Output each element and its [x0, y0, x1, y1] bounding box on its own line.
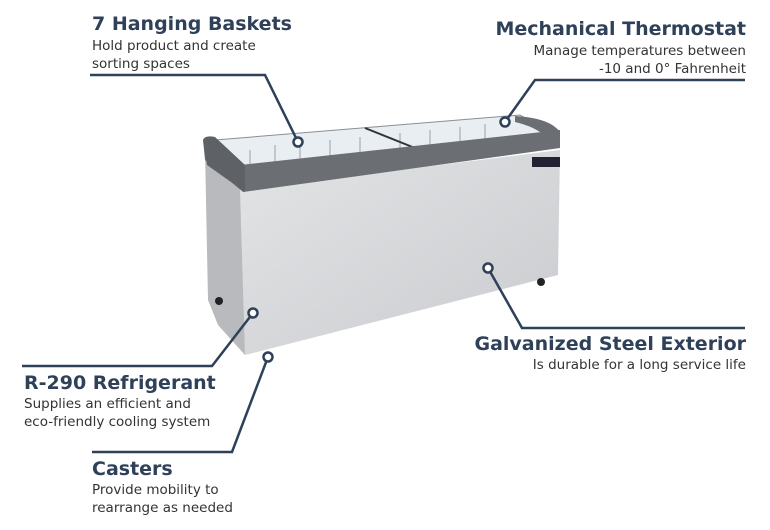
desc-line: eco-friendly cooling system: [24, 414, 211, 430]
desc-line: -10 and 0° Fahrenheit: [598, 61, 746, 77]
desc-line: sorting spaces: [92, 56, 190, 72]
desc-line: Is durable for a long service life: [532, 357, 746, 373]
desc-line: Manage temperatures between: [533, 43, 746, 59]
lid-trim: [203, 130, 560, 192]
brand-logo: [532, 157, 560, 167]
baskets-title: 7 Hanging Baskets: [92, 13, 292, 35]
thermostat-desc: Manage temperatures between -10 and 0° F…: [534, 42, 746, 78]
refrigerant-desc: Supplies an efficient and eco-friendly c…: [24, 395, 210, 431]
desc-line: Hold product and create: [92, 38, 256, 54]
caster-left: [215, 297, 223, 305]
right-end-cap: [515, 116, 560, 148]
refrigerant-leader: [22, 312, 254, 368]
casters-desc: Provide mobility to rearrange as needed: [92, 481, 233, 517]
thermostat-dot: [499, 116, 511, 128]
left-end-cap: [203, 136, 245, 192]
exterior-desc: Is durable for a long service life: [533, 356, 746, 374]
casters-leader: [92, 356, 270, 454]
baskets-desc: Hold product and create sorting spaces: [92, 37, 256, 73]
baskets-leader: [90, 73, 300, 143]
casters-title: Casters: [92, 458, 173, 480]
baskets: [249, 124, 486, 172]
thermostat-title: Mechanical Thermostat: [495, 18, 746, 40]
baskets-dot: [292, 136, 304, 148]
desc-line: Provide mobility to: [92, 482, 219, 498]
callout-lines: [22, 73, 745, 454]
casters-dot: [262, 351, 274, 363]
exterior-title: Galvanized Steel Exterior: [474, 333, 746, 355]
freezer-side-panel: [205, 150, 245, 355]
desc-line: Supplies an efficient and: [24, 396, 191, 412]
refrigerant-dot: [247, 307, 259, 319]
thermostat-leader: [503, 78, 745, 123]
desc-line: rearrange as needed: [92, 500, 233, 516]
freezer-front-panel: [240, 150, 560, 355]
caster-right: [537, 278, 545, 286]
exterior-dot: [482, 262, 494, 274]
exterior-leader: [486, 267, 745, 330]
refrigerant-title: R-290 Refrigerant: [24, 372, 216, 394]
